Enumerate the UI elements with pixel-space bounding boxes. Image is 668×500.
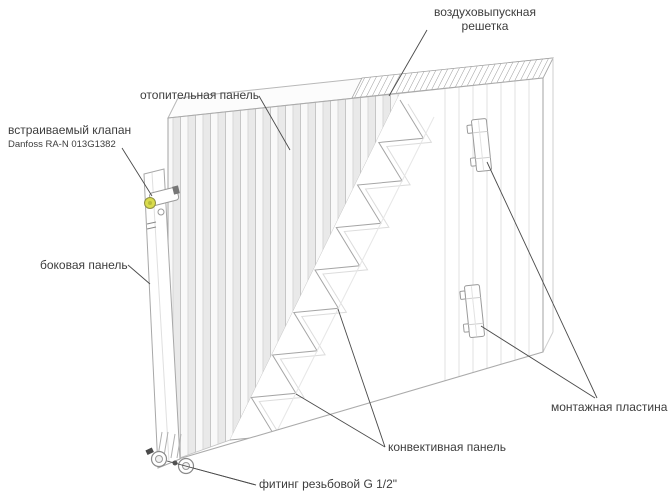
leader-convective-1 xyxy=(337,308,386,448)
label-threaded-fitting: фитинг резьбовой G 1/2" xyxy=(259,477,398,491)
leader-mounting-2 xyxy=(480,325,596,399)
label-valve-name: встраиваемый клапан xyxy=(8,123,132,137)
top-face xyxy=(167,57,554,353)
label-air-grille: воздуховыпускная решетка xyxy=(434,5,536,33)
leader-valve xyxy=(121,147,153,197)
label-side-panel: боковая панель xyxy=(40,258,128,272)
label-built-in-valve: встраиваемый клапан Danfoss RA-N 013G138… xyxy=(8,123,131,152)
leader-lines xyxy=(121,29,598,486)
side-panel xyxy=(143,168,181,469)
front-face xyxy=(167,77,544,463)
convector-fins xyxy=(229,99,425,441)
label-valve-model: Danfoss RA-N 013G1382 xyxy=(8,139,116,150)
label-heating-panel: отопительная панель xyxy=(140,88,259,102)
valve xyxy=(144,185,180,216)
mounting-plate-upper xyxy=(466,118,492,172)
brand-mark xyxy=(146,221,157,230)
leader-fitting-2 xyxy=(192,467,257,486)
label-convective-panel: конвективная панель xyxy=(388,440,507,454)
leader-mounting-1 xyxy=(486,161,598,399)
leader-air-grille xyxy=(388,29,428,97)
mounting-plate-lower xyxy=(459,284,485,338)
leader-side-panel xyxy=(127,264,151,285)
label-mounting-plate: монтажная пластина xyxy=(551,400,668,414)
leader-convective-2 xyxy=(295,393,386,448)
leader-heating-panel xyxy=(258,95,291,151)
